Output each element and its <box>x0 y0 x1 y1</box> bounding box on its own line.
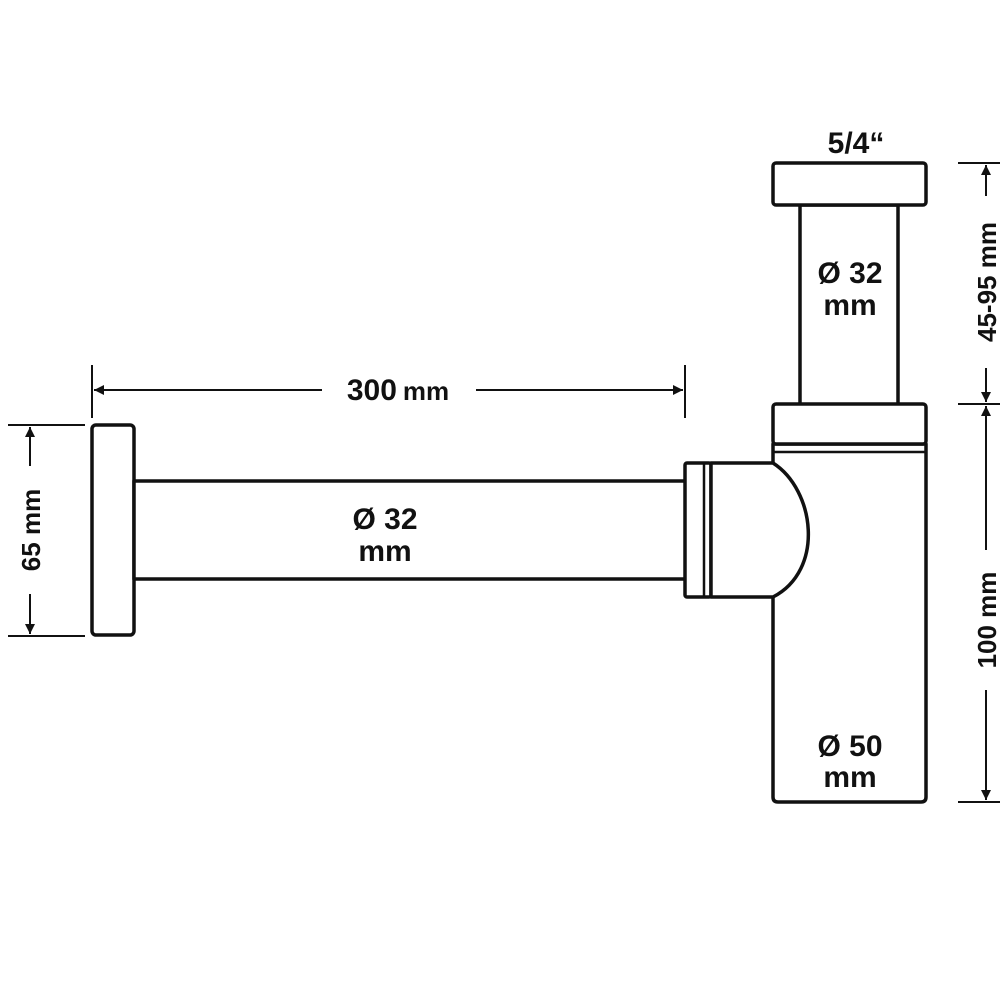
flange-height-label: 65 mm <box>16 489 46 571</box>
outlet-elbow <box>709 461 810 599</box>
top-cap <box>771 161 928 207</box>
horizontal-pipe <box>132 479 688 581</box>
pipe-nut <box>683 461 713 599</box>
top-nut <box>771 402 928 446</box>
horizontal-pipe-diameter: Ø 32 <box>352 503 417 536</box>
top-height-label: 45-95 mm <box>972 222 1000 342</box>
vertical-pipe-diameter: Ø 32 <box>817 257 882 290</box>
horizontal-pipe-unit: mm <box>358 535 411 568</box>
bottle-body <box>771 442 928 804</box>
thread-size-label: 5/4“ <box>828 127 885 160</box>
wall-flange <box>90 423 136 637</box>
body-unit: mm <box>823 761 876 794</box>
body-diameter: Ø 50 <box>817 730 882 763</box>
vertical-pipe-unit: mm <box>823 289 876 322</box>
body-height-label: 100 mm <box>972 572 1000 669</box>
